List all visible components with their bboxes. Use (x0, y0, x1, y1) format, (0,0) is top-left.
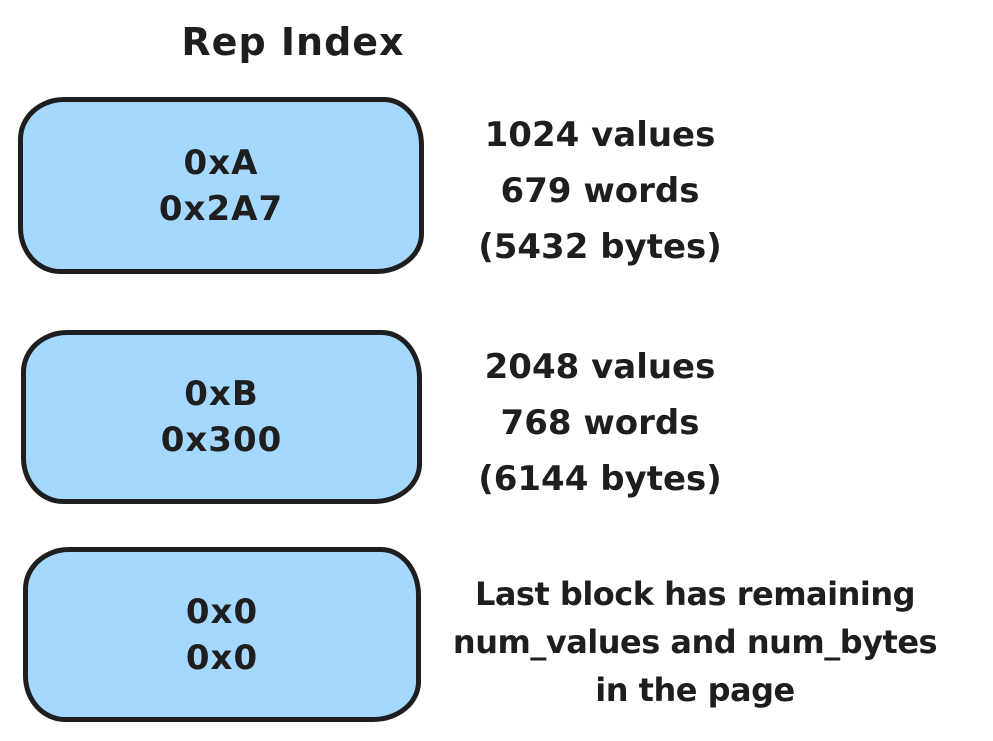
block-last-annotation-line-3: in the page (595, 671, 795, 709)
block-1-annotation: 1024 values 679 words (5432 bytes) (440, 107, 760, 275)
block-1-annotation-values: 1024 values (484, 115, 716, 155)
block-2-annotation-bytes: (6144 bytes) (478, 459, 722, 499)
block-last-index-value: 0x0 (185, 637, 259, 678)
block-last-rep-value: 0x0 (185, 591, 259, 632)
block-2-annotation: 2048 values 768 words (6144 bytes) (440, 339, 760, 507)
rep-index-block-1: 0xA 0x2A7 (18, 97, 424, 274)
block-1-index-value: 0x2A7 (158, 188, 284, 229)
block-2-rep-value: 0xB (184, 374, 259, 414)
block-last-annotation-line-1: Last block has remaining (474, 575, 916, 613)
rep-index-block-last: 0x0 0x0 (23, 547, 421, 722)
block-2-annotation-words: 768 words (500, 403, 700, 443)
block-1-annotation-words: 679 words (500, 171, 700, 211)
block-last-annotation: Last block has remaining num_values and … (445, 570, 945, 714)
rep-index-block-2: 0xB 0x300 (21, 330, 422, 504)
block-last-annotation-line-2: num_values and num_bytes (452, 623, 938, 661)
block-1-annotation-bytes: (5432 bytes) (478, 227, 722, 267)
block-2-index-value: 0x300 (160, 420, 283, 460)
block-2-annotation-values: 2048 values (484, 347, 716, 387)
block-1-rep-value: 0xA (183, 142, 259, 183)
diagram-title: Rep Index (181, 20, 405, 64)
